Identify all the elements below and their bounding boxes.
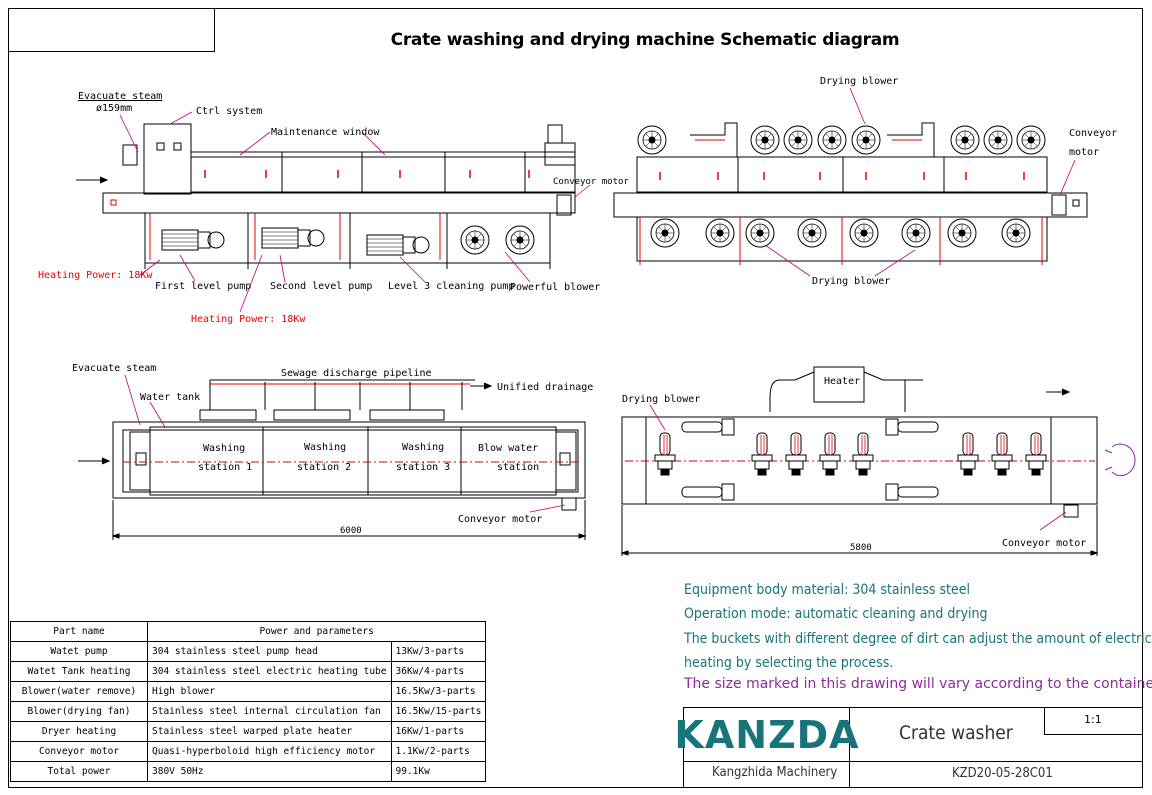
- dimension-6000: 6000: [340, 526, 362, 536]
- note-material: Equipment body material: 304 stainless s…: [684, 582, 970, 598]
- label-sewage-pipeline: Sewage discharge pipeline: [281, 368, 432, 379]
- label-drying-blower-top: Drying blower: [820, 76, 899, 87]
- table-row: Blower(drying fan) Stainless steel inter…: [10, 701, 487, 722]
- drawing-number: KZD20-05-28C01: [952, 766, 1053, 781]
- cell-desc: Stainless steel warped plate heater: [147, 721, 392, 742]
- table-row-total: Total power 380V 50Hz 99.1Kw: [10, 761, 487, 782]
- top-view-washer: [78, 374, 587, 540]
- label-heater: Heater: [824, 376, 861, 387]
- cell-part: Blower(drying fan): [10, 701, 148, 722]
- cell-power: 16Kw/1-parts: [390, 721, 487, 742]
- label-powerful-blower: Powerful blower: [510, 282, 601, 293]
- label-first-pump: First level pump: [155, 281, 252, 292]
- cell-desc: Quasi-hyperboloid high efficiency motor: [147, 741, 392, 762]
- table-row: Conveyor motor Quasi-hyperboloid high ef…: [10, 741, 487, 762]
- cell-desc: 304 stainless steel pump head: [147, 641, 392, 662]
- company-name: Kangzhida Machinery: [712, 765, 838, 780]
- cell-part: Watet pump: [10, 641, 148, 662]
- cell-desc: High blower: [147, 681, 392, 702]
- cell-power: 99.1Kw: [390, 761, 487, 782]
- label-evacuate-steam-top: Evacuate steam: [72, 363, 157, 374]
- station-3-line1: Washing: [402, 442, 445, 453]
- cell-power: 13Kw/3-parts: [390, 641, 487, 662]
- label-water-tank: Water tank: [140, 392, 201, 403]
- drawing-frame: [8, 8, 1143, 788]
- station-2-line1: Washing: [304, 442, 347, 453]
- table-row: Watet Tank heating 304 stainless steel e…: [10, 661, 487, 682]
- label-second-pump: Second level pump: [270, 281, 373, 292]
- table-row: Watet pump 304 stainless steel pump head…: [10, 641, 487, 662]
- cell-power: 16.5Kw/3-parts: [390, 681, 487, 702]
- label-drying-blower-bottom: Drying blower: [812, 276, 891, 287]
- note-buckets-1: The buckets with different degree of dir…: [684, 631, 1152, 647]
- label-pipe-size: ø159mm: [96, 103, 133, 114]
- header-power-params: Power and parameters: [146, 621, 487, 642]
- header-part-name: Part name: [10, 621, 148, 642]
- label-conveyor-dryer-2: motor: [1069, 147, 1100, 158]
- label-unified-drainage: Unified drainage: [497, 382, 594, 393]
- label-ctrl-system: Ctrl system: [196, 106, 263, 117]
- note-buckets-2: heating by selecting the process.: [684, 655, 894, 671]
- station-1-line2: station 1: [198, 462, 253, 473]
- station-3-line2: station 3: [396, 462, 451, 473]
- cell-part: Total power: [10, 761, 148, 782]
- table-row: Blower(water remove) High blower 16.5Kw/…: [10, 681, 487, 702]
- note-mode: Operation mode: automatic cleaning and d…: [684, 606, 988, 622]
- table-row: Dryer heating Stainless steel warped pla…: [10, 721, 487, 742]
- cell-power: 16.5Kw/15-parts: [390, 701, 487, 722]
- label-maintenance-window: Maintenance window: [271, 127, 380, 138]
- station-4-line1: Blow water: [478, 443, 539, 454]
- corner-box: [8, 8, 215, 52]
- title-block: KANZDA Crate washer 1:1 Kangzhida Machin…: [674, 707, 1143, 788]
- label-heating-power-2: Heating Power: 18Kw: [191, 314, 306, 325]
- product-name: Crate washer: [899, 722, 1013, 744]
- label-conveyor-motor-dryer: Conveyor motor: [1002, 538, 1087, 549]
- cell-part: Blower(water remove): [10, 681, 148, 702]
- station-4-line2: station: [497, 462, 540, 473]
- cell-power: 36Kw/4-parts: [390, 661, 487, 682]
- note-size: The size marked in this drawing will var…: [684, 676, 1152, 692]
- side-view-dryer: [613, 87, 1088, 277]
- label-conveyor-motor-top: Conveyor motor: [458, 514, 543, 525]
- cell-desc: Stainless steel internal circulation fan: [147, 701, 392, 722]
- cell-part: Conveyor motor: [10, 741, 148, 762]
- top-view-dryer: [620, 366, 1136, 556]
- cell-desc: 304 stainless steel electric heating tub…: [147, 661, 392, 682]
- label-drying-blower-topview: Drying blower: [622, 394, 701, 405]
- scale: 1:1: [1084, 713, 1102, 726]
- cell-power: 1.1Kw/2-parts: [390, 741, 487, 762]
- label-heating-power-1: Heating Power: 18Kw: [38, 270, 153, 281]
- label-evacuate-steam: Evacuate steam: [78, 91, 163, 102]
- parameter-table: Part name Power and parameters Watet pum…: [10, 621, 487, 782]
- brand-logo: KANZDA: [674, 713, 860, 757]
- label-conveyor-dryer-1: Conveyor: [1069, 128, 1118, 139]
- drawing-title: Crate washing and drying machine Schemat…: [390, 30, 900, 50]
- station-1-line1: Washing: [203, 443, 246, 454]
- dimension-5800: 5800: [850, 543, 872, 553]
- station-2-line2: station 2: [297, 462, 352, 473]
- side-view-washer: [76, 111, 591, 313]
- cell-desc: 380V 50Hz: [147, 761, 392, 782]
- label-third-pump: Level 3 cleaning pump: [388, 281, 515, 292]
- table-header: Part name Power and parameters: [10, 621, 487, 642]
- label-conveyor-motor-side: Conveyor motor: [553, 177, 629, 187]
- cell-part: Dryer heating: [10, 721, 148, 742]
- cell-part: Watet Tank heating: [10, 661, 148, 682]
